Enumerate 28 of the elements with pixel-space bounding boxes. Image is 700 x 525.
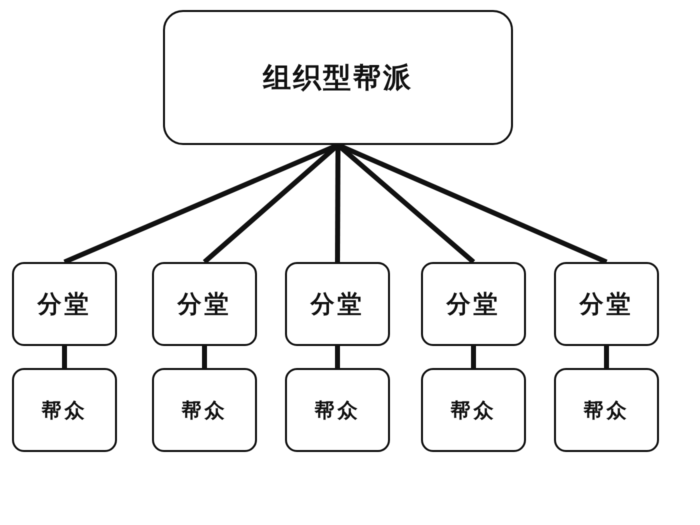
branch-box (554, 368, 659, 452)
branch-box (421, 368, 526, 452)
node-label: 分堂 (310, 288, 364, 320)
branch-box (421, 262, 526, 346)
branch-box (285, 368, 390, 452)
node-label: 帮众 (42, 396, 88, 424)
node-label: 分堂 (580, 288, 634, 320)
connector-line (335, 346, 340, 368)
connector-line (471, 346, 476, 368)
branch-box (152, 368, 257, 452)
branch-box (152, 262, 257, 346)
branch-box (12, 368, 117, 452)
node-label: 分堂 (38, 288, 92, 320)
node-label: 分堂 (178, 288, 232, 320)
node-label: 帮众 (182, 396, 228, 424)
connector-line (62, 346, 67, 368)
node-label: 组织型帮派 (263, 60, 413, 96)
branch-box (12, 262, 117, 346)
connector-line (604, 346, 609, 368)
node-label: 分堂 (446, 288, 500, 320)
branch-box (554, 262, 659, 346)
node-label: 帮众 (584, 396, 630, 424)
connector-line (335, 145, 340, 262)
node-label: 帮众 (450, 396, 496, 424)
branch-box (285, 262, 390, 346)
root-box (163, 10, 513, 145)
node-label: 帮众 (314, 396, 360, 424)
connector-line (202, 346, 207, 368)
